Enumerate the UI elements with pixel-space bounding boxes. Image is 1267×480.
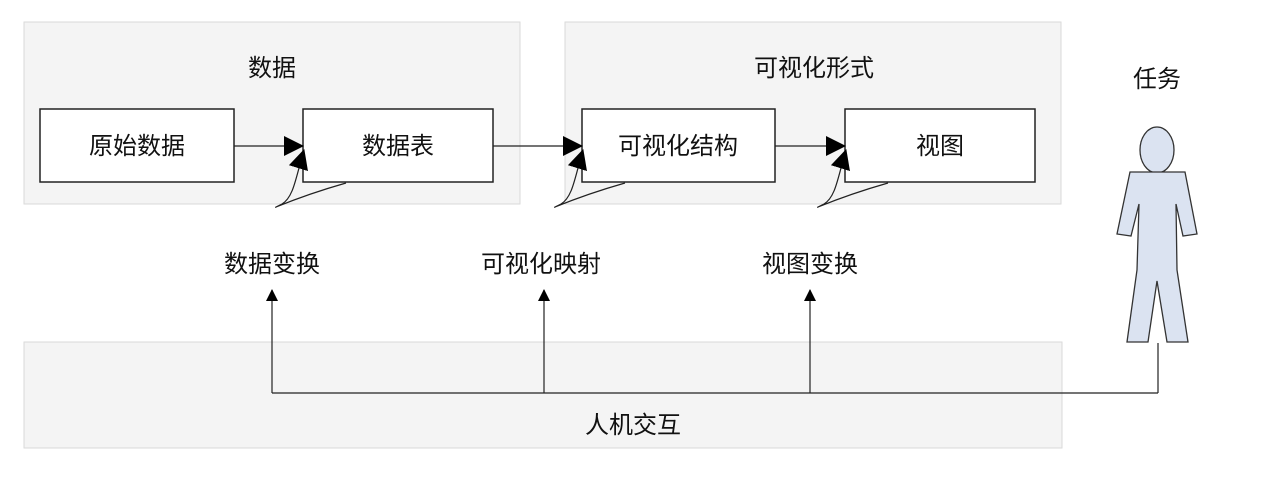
- visual-structure-loop-arrow: [554, 149, 626, 208]
- person-head: [1139, 126, 1175, 174]
- data-group-title: 数据: [248, 54, 296, 82]
- data-transform-label: 数据变换: [224, 250, 320, 278]
- task-person-icon: [1116, 126, 1198, 343]
- visual-mapping-label: 可视化映射: [481, 250, 601, 278]
- data-table-loop-arrow: [275, 149, 347, 208]
- view-label: 视图: [916, 132, 964, 160]
- data-table-node: [302, 108, 494, 183]
- interaction-group-title: 人机交互: [585, 411, 681, 439]
- data-table-label: 数据表: [362, 132, 434, 160]
- view-loop-arrow: [817, 149, 889, 208]
- visual-form-group-title: 可视化形式: [754, 54, 874, 82]
- visual-structure-label: 可视化结构: [618, 132, 738, 160]
- person-body: [1116, 171, 1198, 343]
- visual-structure-node: [581, 108, 776, 183]
- raw-data-node: [39, 108, 235, 183]
- view-node: [844, 108, 1036, 183]
- interaction-group: [23, 341, 1063, 449]
- raw-data-label: 原始数据: [89, 132, 185, 160]
- task-label: 任务: [1133, 65, 1181, 93]
- view-transform-label: 视图变换: [762, 250, 858, 278]
